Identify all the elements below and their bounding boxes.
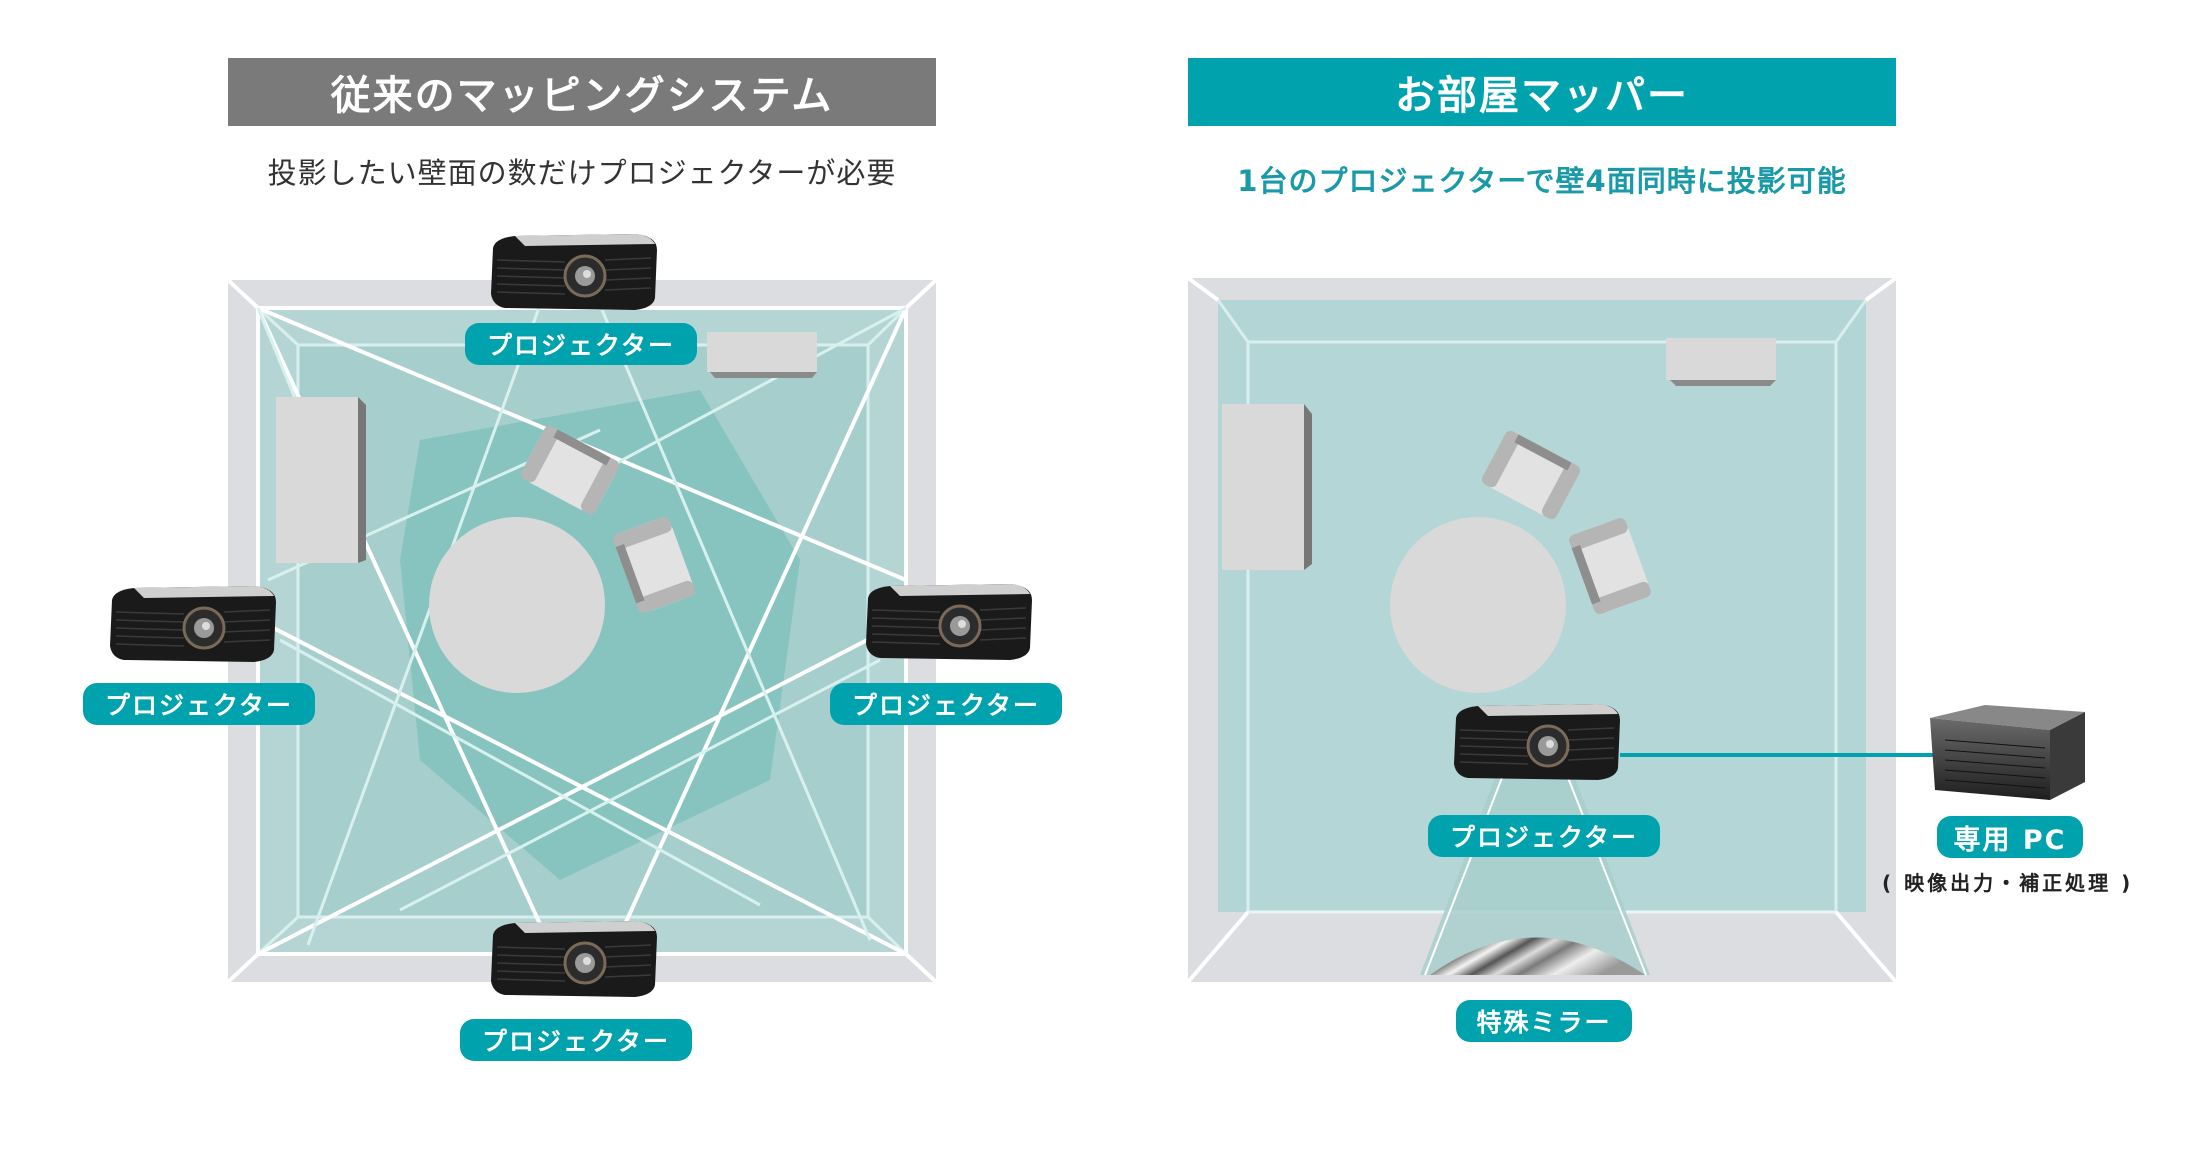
left-room [226,278,938,984]
label-projector-right: プロジェクター [830,683,1062,725]
pc-icon [1930,705,2085,800]
special-mirror [1430,937,1645,975]
left-panel-subtitle: 投影したい壁面の数だけプロジェクターが必要 [267,156,897,190]
label-projector-left: プロジェクター [83,683,315,725]
right-panel-title: お部屋マッパー [1395,73,1689,119]
projector-icon-left-top [485,228,665,320]
label-projector-bottom: プロジェクター [460,1019,692,1061]
projector-icon-left-bottom [485,915,665,1007]
right-panel-title-banner: お部屋マッパー [1188,58,1896,126]
pc-note: ( 映像出力・補正処理 ) [1882,871,2134,895]
label-special-mirror: 特殊ミラー [1456,1000,1632,1042]
left-panel-title: 従来のマッピングシステム [330,73,834,119]
projector-icon-right [1448,698,1628,790]
label-projector-top: プロジェクター [465,323,697,365]
left-panel-title-banner: 従来のマッピングシステム [228,58,936,126]
projector-icon-left-right [860,578,1040,670]
label-projector-single: プロジェクター [1428,815,1660,857]
label-dedicated-pc: 専用 PC [1937,816,2083,858]
right-panel-subtitle: 1台のプロジェクターで壁4面同時に投影可能 [1237,164,1847,198]
right-room [1186,276,1935,984]
projector-icon-left-left [104,580,284,672]
